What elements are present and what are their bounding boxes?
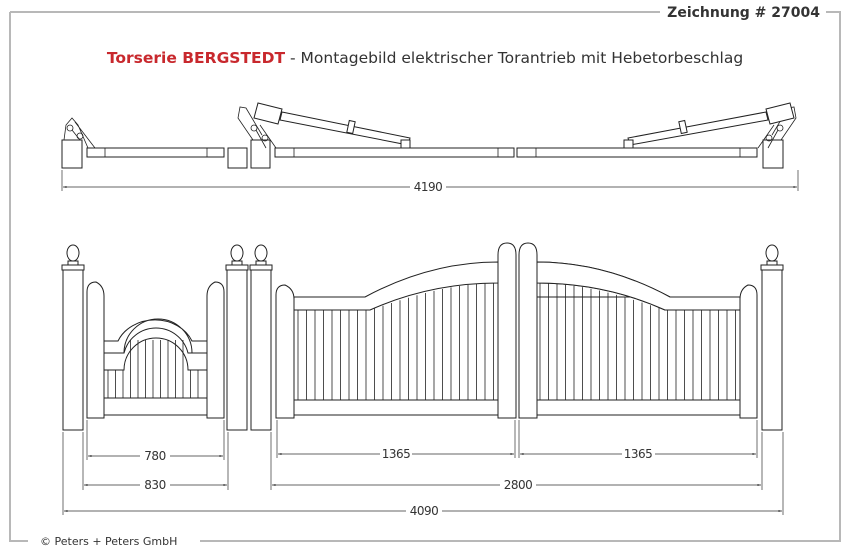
ball-finial-icon: [230, 244, 244, 262]
post-cap: [760, 264, 784, 271]
elevation-view: 780 830 1365 1365 2800 4090: [61, 242, 784, 518]
dimension-4190: 4190: [414, 180, 443, 194]
dimension-4090: 4090: [410, 504, 439, 518]
ball-finial-icon: [66, 244, 80, 262]
gate-post: [225, 244, 249, 431]
plan-view: 4190: [61, 102, 799, 194]
post-body: [62, 268, 84, 431]
post-body: [226, 268, 248, 431]
finial-base: [255, 260, 267, 266]
drawing-title: Torserie BERGSTEDT - Montagebild elektri…: [107, 49, 743, 67]
finial-base: [231, 260, 243, 266]
posts: [61, 244, 784, 431]
actuator-left: [253, 102, 411, 149]
plan-post-mid-1: [227, 147, 248, 169]
ball-finial-icon: [765, 244, 779, 262]
finial-base: [67, 260, 79, 266]
plan-leaf-right: [516, 147, 758, 158]
drawing-number: Zeichnung # 27004: [667, 5, 820, 21]
leaf-left-top-rail: [293, 261, 499, 311]
post-cap: [61, 264, 85, 271]
dimension-1365-right: 1365: [624, 447, 653, 461]
copyright-footer: © Peters + Peters GmbH: [40, 535, 177, 548]
title-subtitle: Montagebild elektrischer Torantrieb mit …: [301, 49, 744, 67]
small-gate-top-rail: [103, 318, 208, 354]
plan-post-right: [762, 139, 784, 169]
pickets: [107, 283, 736, 400]
leaf-right-bottom-rail: [536, 399, 741, 416]
leaf-right-stile-center: [518, 242, 538, 419]
title-separator: -: [285, 49, 300, 67]
double-gate: [275, 242, 758, 419]
dimension-lines: 780 830 1365 1365 2800 4090: [62, 420, 784, 518]
plan-post-left: [61, 139, 83, 169]
small-gate-bottom-rail: [103, 397, 208, 416]
plan-small-gate: [86, 147, 225, 158]
small-gate-stile-left: [86, 281, 105, 419]
post-cap: [249, 264, 273, 271]
small-gate: [86, 281, 225, 419]
gate-post: [61, 244, 85, 431]
drawing-frame: [9, 11, 841, 542]
ball-finial-icon: [254, 244, 268, 262]
post-cap: [225, 264, 249, 271]
plan-leaf-left: [274, 147, 515, 158]
dimension-780: 780: [144, 449, 165, 463]
dimension-830: 830: [144, 478, 165, 492]
post-body: [761, 268, 783, 431]
leaf-left-bottom-rail: [293, 399, 499, 416]
small-gate-stile-right: [206, 281, 225, 419]
leaf-left-stile-outer: [275, 284, 295, 419]
leaf-right-stile-outer: [739, 284, 758, 419]
finial-base: [766, 260, 778, 266]
series-name: Torserie BERGSTEDT: [107, 49, 286, 67]
gate-post: [249, 244, 273, 431]
leaf-left-stile-center: [497, 242, 517, 419]
plan-post-mid-2: [250, 139, 271, 169]
post-body: [250, 268, 272, 431]
dimension-2800: 2800: [504, 478, 533, 492]
dimension-1365-left: 1365: [382, 447, 411, 461]
actuator-right: [623, 102, 795, 149]
gate-post: [760, 244, 784, 431]
